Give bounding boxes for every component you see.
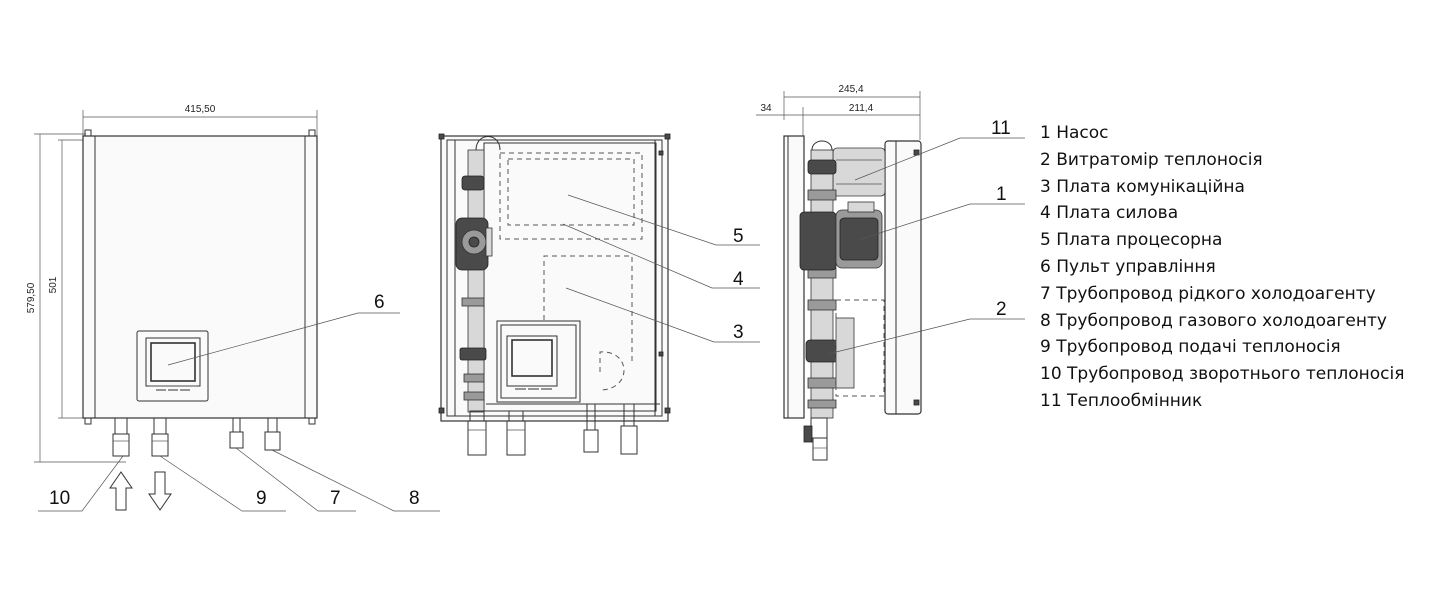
legend-item-supply-pipe: 9 Трубопровод подачі теплоносія	[1040, 337, 1341, 358]
front-pipes	[112, 417, 281, 457]
internal-bottom-pipes	[467, 403, 638, 456]
side-pipework	[803, 140, 839, 461]
side-view: 245,4 34 211,4	[756, 84, 1025, 461]
callout-7: 7	[330, 488, 341, 509]
dim-side-depth-total: 245,4	[838, 84, 863, 95]
callout-4: 4	[733, 269, 744, 290]
component-legend: 1 Насос 2 Витратомір теплоносія 3 Плата …	[1040, 120, 1404, 415]
dim-side-depth-body: 211,4	[849, 103, 874, 114]
callout-8: 8	[409, 488, 420, 509]
legend-item-processor-board: 5 Плата процесорна	[1040, 230, 1223, 251]
dim-side-depth-back: 34	[760, 103, 772, 114]
supply-arrow-down-icon	[148, 471, 172, 511]
callout-6: 6	[374, 292, 385, 313]
heat-exchanger	[832, 147, 886, 197]
board-processor-outline	[499, 152, 643, 240]
legend-item-heat-exchanger: 11 Теплообмінник	[1040, 390, 1203, 411]
legend-item-comm-board: 3 Плата комунікаційна	[1040, 176, 1245, 197]
internal-control-panel	[496, 320, 581, 403]
legend-item-control-panel: 6 Пульт управління	[1040, 256, 1216, 277]
pump-internal	[455, 217, 493, 271]
legend-item-liquid-refrigerant-pipe: 7 Трубопровод рідкого холодоагенту	[1040, 283, 1376, 304]
front-view: 415,50 579,50 501	[26, 104, 440, 512]
flowmeter	[835, 317, 855, 389]
side-back-plate	[783, 135, 805, 419]
side-front-cover	[884, 140, 922, 415]
callout-5: 5	[733, 226, 744, 247]
legend-item-pump: 1 Насос	[1040, 123, 1109, 143]
dim-front-height-total: 579,50	[26, 282, 37, 313]
legend-item-power-board: 4 Плата силова	[1040, 203, 1179, 224]
return-arrow-up-icon	[109, 471, 133, 511]
control-panel	[136, 330, 209, 402]
callout-1: 1	[996, 184, 1007, 205]
board-comm-outline	[543, 255, 633, 362]
pump-side	[799, 201, 883, 271]
callout-2: 2	[996, 299, 1007, 320]
callout-11: 11	[991, 118, 1011, 139]
board-power-outline	[507, 158, 635, 226]
internal-view: 5 4 3	[438, 133, 760, 456]
dim-front-height-body: 501	[48, 276, 59, 293]
callout-10: 10	[49, 488, 70, 509]
legend-item-gas-refrigerant-pipe: 8 Трубопровод газового холодоагенту	[1040, 310, 1387, 331]
legend-item-return-pipe: 10 Трубопровод зворотнього теплоносія	[1040, 364, 1405, 385]
dim-front-width: 415,50	[185, 104, 216, 115]
callout-9: 9	[256, 488, 267, 509]
legend-item-flowmeter: 2 Витратомір теплоносія	[1040, 149, 1263, 170]
callout-3: 3	[733, 322, 744, 343]
